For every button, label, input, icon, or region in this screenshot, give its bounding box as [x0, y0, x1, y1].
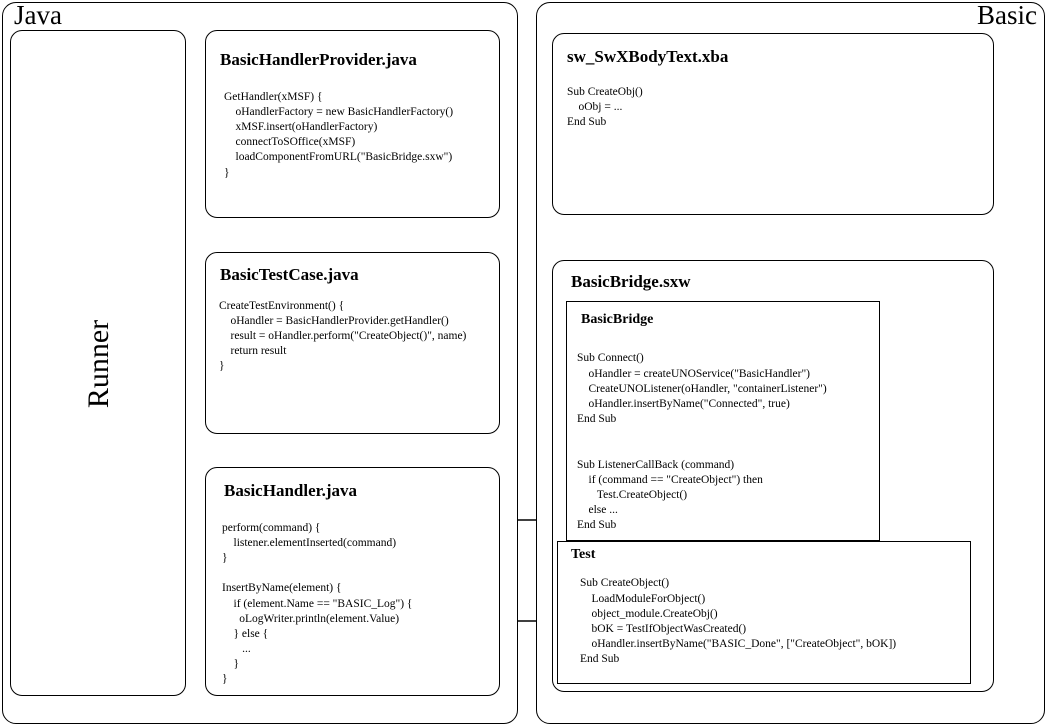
basic-bridge-sxw-title: BasicBridge.sxw — [571, 272, 691, 291]
basic-bridge-module-title: BasicBridge — [581, 312, 654, 327]
runner-label-wrapper: Runner — [11, 31, 185, 695]
basic-bridge-module-code: Sub Connect() oHandler = createUNOServic… — [577, 352, 827, 532]
test-module-title: Test — [571, 547, 596, 562]
sw-swxbodytext-xba-code: Sub CreateObj() oObj = ... End Sub — [567, 85, 643, 129]
runner-box: Runner — [10, 30, 186, 696]
basic-handler-provider-box: BasicHandlerProvider.java GetHandler(xMS… — [205, 30, 500, 218]
basic-bridge-module: BasicBridge Sub Connect() oHandler = cre… — [566, 301, 880, 541]
basic-handler-code: perform(command) { listener.elementInser… — [222, 521, 413, 686]
basic-handler-box: BasicHandler.java perform(command) { lis… — [205, 467, 500, 696]
basic-handler-title: BasicHandler.java — [224, 481, 358, 500]
test-module-code: Sub CreateObject() LoadModuleForObject()… — [580, 577, 897, 666]
test-module: Test Sub CreateObject() LoadModuleForObj… — [557, 541, 971, 684]
java-panel-label: Java — [14, 0, 62, 30]
sw-swxbodytext-xba-title: sw_SwXBodyText.xba — [567, 47, 729, 66]
basic-test-case-title: BasicTestCase.java — [220, 265, 359, 284]
basic-test-case-box: BasicTestCase.java CreateTestEnvironment… — [205, 252, 500, 434]
basic-panel-label: Basic — [977, 0, 1037, 30]
basic-test-case-code: CreateTestEnvironment() { oHandler = Bas… — [219, 299, 467, 373]
basic-handler-provider-code: GetHandler(xMSF) { oHandlerFactory = new… — [224, 90, 454, 179]
runner-label: Runner — [81, 319, 115, 409]
sw-swxbodytext-xba-box: sw_SwXBodyText.xba Sub CreateObj() oObj … — [552, 33, 994, 215]
basic-handler-provider-title: BasicHandlerProvider.java — [220, 50, 417, 69]
